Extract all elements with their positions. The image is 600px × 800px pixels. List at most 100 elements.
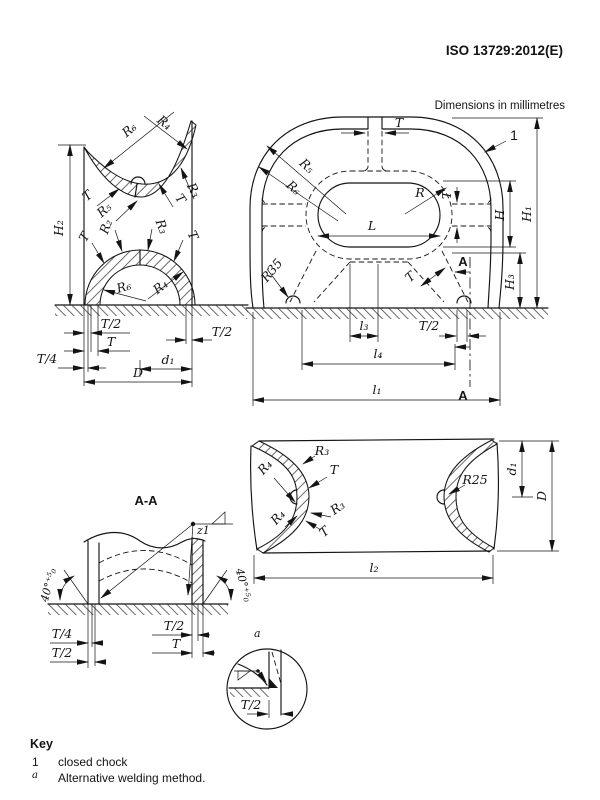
drawing-line: [147, 271, 184, 300]
dim-R4: R₄: [267, 507, 288, 529]
joint-line: [134, 183, 138, 198]
weld-detail-view: a T/2: [226, 627, 308, 730]
dim-D: D: [534, 491, 549, 502]
key-item-ref: a: [32, 770, 38, 781]
r35-fillet: [456, 295, 472, 304]
drawing-line: [448, 484, 466, 495]
dim-d1: d₁: [504, 462, 519, 475]
v2-dimension-lines: [252, 117, 543, 406]
dim-R35: R35: [257, 256, 285, 286]
drawing-line: [305, 520, 322, 531]
dim-T-half: T/2: [52, 645, 73, 660]
break-line: [83, 531, 206, 549]
dim-T-half: T/2: [164, 618, 185, 633]
part-reference: 1: [510, 127, 518, 143]
front-view: T 1 R₅ R₆ R L T R35 T A A H H₃ H₁ l₃ T/2…: [245, 115, 549, 406]
v4-labels: T/4 T/2 T/2 T: [52, 618, 185, 660]
drawing-line: [115, 200, 138, 222]
drawing-line: [103, 111, 175, 169]
drawing-line: [185, 523, 194, 596]
side-section-view: H₂ R₆ R₄ T R₅ T R₃ T R₂ R₃ T R₆ R₄ T/2 T…: [37, 111, 249, 387]
dim-R6: R₆: [118, 119, 139, 140]
drawing-line: [63, 569, 89, 605]
drawing-line: [103, 289, 147, 302]
dim-H2: H₂: [51, 220, 66, 237]
dim-R5: R₅: [296, 155, 318, 176]
drawing-line: [310, 512, 332, 518]
v1-dimension-lines: [58, 111, 212, 387]
drawing-line: [361, 166, 369, 172]
drawing-line: [258, 166, 339, 222]
dim-l4: l₄: [373, 346, 382, 361]
drawing-line: [96, 188, 120, 207]
left-mouth-section: [251, 440, 310, 554]
dim-R6: R₆: [114, 277, 133, 296]
key-item-desc: closed chock: [58, 755, 128, 769]
dim-T-quarter: T/4: [37, 351, 58, 366]
dim-R4: R₄: [254, 457, 275, 479]
dim-T: T: [330, 462, 340, 477]
drawing-line: [289, 250, 317, 303]
drawing-line: [173, 239, 184, 262]
ground-hatch: [48, 604, 228, 615]
drawing-line: [266, 145, 347, 215]
v5-dimension-lines: [247, 700, 293, 718]
dim-R3: R₃: [183, 179, 203, 200]
drawing-line: [180, 167, 195, 200]
hidden-arc: [98, 550, 193, 566]
v2-labels: T 1 R₅ R₆ R L T R35 T A A H H₃ H₁ l₃ T/2…: [257, 115, 534, 403]
arch-section: [84, 249, 196, 306]
drawing-line: [484, 225, 492, 233]
key: Key 1 closed chock a Alternative welding…: [30, 737, 205, 785]
detail-reference: a: [254, 627, 261, 640]
section-title: A-A: [134, 493, 158, 508]
inner-shell-right: [381, 128, 492, 309]
detail-weld-symbol: [234, 670, 267, 683]
drawing-line: [91, 242, 105, 264]
dim-R3: R₃: [326, 497, 347, 518]
dim-T: T: [402, 267, 419, 285]
weld-leader-dot: [256, 669, 260, 673]
hidden-contours: [261, 131, 492, 303]
drawing-line: [381, 166, 389, 172]
drawing-line: [484, 140, 507, 153]
dim-l3: l₃: [359, 318, 368, 333]
dim-l1: l₁: [372, 382, 381, 397]
dim-H3: H₃: [502, 274, 517, 291]
dim-R5: R₅: [93, 199, 115, 220]
weld-designation: z1: [196, 524, 210, 537]
dim-T: T: [439, 189, 454, 199]
dim-R4: R₄: [149, 276, 170, 297]
weld-fillet-fill: [269, 678, 278, 688]
key-title: Key: [30, 737, 53, 751]
ground-hatch: [246, 308, 548, 319]
top-edge: [258, 438, 495, 442]
weld-symbol: [100, 511, 233, 599]
bevel-angle-marks: [57, 569, 234, 605]
drawing-line: [158, 183, 174, 208]
dim-T: T: [316, 522, 333, 540]
dim-R3: R₃: [314, 443, 329, 458]
right-end-edge: [493, 442, 500, 550]
standard-reference: ISO 13729:2012(E): [446, 43, 563, 58]
saddle-section: [83, 120, 197, 198]
dim-T: T: [79, 186, 96, 204]
drawing-line: [261, 225, 269, 233]
bottom-edge: [262, 550, 491, 554]
dim-T-half: T/2: [419, 318, 440, 333]
ground-hatch: [55, 305, 248, 316]
inner-shell-left: [261, 128, 369, 309]
dim-T-quarter: T/4: [52, 626, 73, 641]
r35-fillet: [285, 295, 301, 304]
dim-R6: R₆: [283, 177, 304, 198]
drawing-line: [100, 523, 194, 599]
dim-R25: R25: [461, 472, 487, 487]
drawing-line: [273, 477, 296, 503]
left-end-edge: [250, 445, 258, 551]
drawing-line: [266, 268, 289, 298]
weld-face-curve: [237, 663, 268, 686]
key-item-ref: 1: [32, 755, 39, 769]
right-wall-section: [191, 537, 204, 605]
v3-dimension-lines: [253, 440, 559, 584]
